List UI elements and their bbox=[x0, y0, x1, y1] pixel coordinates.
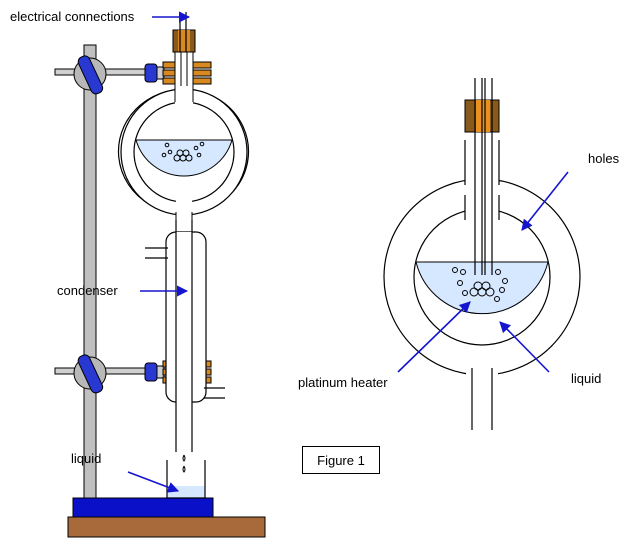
label-electrical-connections: electrical connections bbox=[10, 9, 135, 24]
upper-clamp bbox=[54, 55, 165, 95]
pointer-arrows bbox=[127, 11, 569, 493]
condensate-drops bbox=[182, 454, 186, 473]
figure-caption: Figure 1 bbox=[302, 446, 380, 474]
label-condenser: condenser bbox=[57, 283, 118, 298]
arrow-holes bbox=[521, 171, 569, 231]
arrow-liquid-left bbox=[127, 471, 180, 493]
collection-beaker bbox=[166, 460, 206, 499]
lower-clamp bbox=[54, 354, 165, 394]
right-outer-flask bbox=[383, 140, 581, 430]
stand-base bbox=[72, 497, 214, 518]
arrow-platinum bbox=[397, 301, 471, 373]
label-liquid-right: liquid bbox=[571, 371, 602, 386]
label-liquid-left: liquid bbox=[71, 451, 102, 466]
right-heater-coil bbox=[452, 267, 508, 302]
retort-stand-rod bbox=[83, 44, 97, 499]
label-holes: holes bbox=[588, 151, 620, 166]
left-heater-coil bbox=[161, 141, 205, 162]
left-outer-flask bbox=[117, 86, 250, 235]
condenser-tube bbox=[145, 220, 225, 452]
bench bbox=[67, 516, 266, 538]
right-stopper bbox=[464, 78, 500, 275]
label-platinum-heater: platinum heater bbox=[298, 375, 388, 390]
arrow-liquid-right bbox=[499, 321, 550, 373]
